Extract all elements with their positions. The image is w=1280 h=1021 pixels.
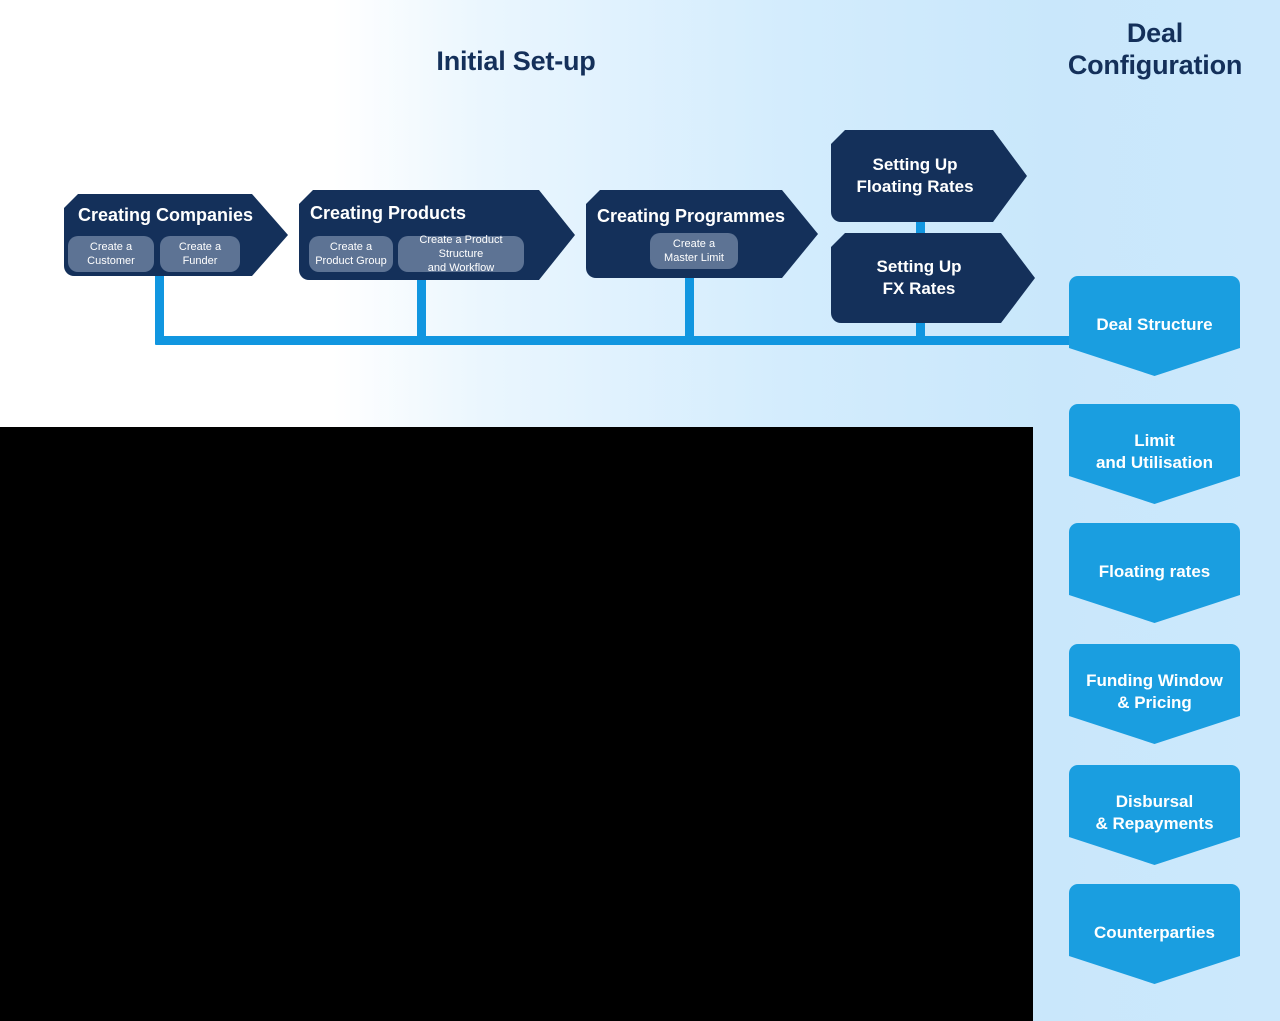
step-create-a-master-limit[interactable]: Create a Master Limit xyxy=(650,233,738,269)
chev-line1: Deal Structure xyxy=(1096,315,1213,334)
stage-setting-up-floating-rates[interactable]: Setting Up Floating Rates xyxy=(831,130,1027,222)
heading-deal-configuration-line1: Deal xyxy=(1126,18,1184,48)
step-line2: Master Limit xyxy=(664,252,724,264)
chev-line2: & Repayments xyxy=(1095,814,1214,834)
connector-stem-companies xyxy=(155,276,164,338)
connector-bus-line xyxy=(155,336,1080,345)
deal-config-item-floating-rates-label: Floating rates xyxy=(1069,561,1240,583)
step-line2: Funder xyxy=(182,255,218,267)
step-create-a-master-limit-label: Create a Master Limit xyxy=(664,237,724,265)
step-create-a-customer-label: Create a Customer xyxy=(87,240,135,268)
step-create-a-product-group-label: Create a Product Group xyxy=(315,240,387,268)
step-create-a-product-structure-and-workflow-label: Create a Product Structure and Workflow xyxy=(404,233,518,275)
deal-config-item-counterparties[interactable]: Counterparties xyxy=(1069,884,1240,984)
step-line1: Create a Product Structure xyxy=(419,233,503,260)
deal-config-item-counterparties-label: Counterparties xyxy=(1069,922,1240,944)
chev-line1: Disbursal xyxy=(1115,792,1194,811)
stage-line1: Setting Up xyxy=(872,154,958,174)
step-create-a-product-structure-and-workflow[interactable]: Create a Product Structure and Workflow xyxy=(398,233,524,275)
step-line2: Product Group xyxy=(315,255,387,267)
deal-config-item-floating-rates[interactable]: Floating rates xyxy=(1069,523,1240,623)
connector-stem-fx-rates xyxy=(916,320,925,338)
step-create-a-product-group[interactable]: Create a Product Group xyxy=(309,236,393,272)
step-line1: Create a xyxy=(329,240,373,253)
step-create-a-funder[interactable]: Create a Funder xyxy=(160,236,240,272)
chev-line1: Funding Window xyxy=(1086,671,1223,690)
chev-line1: Counterparties xyxy=(1094,923,1215,942)
stage-line1: Setting Up xyxy=(876,256,962,276)
stage-setting-up-fx-rates-label: Setting Up FX Rates xyxy=(877,256,962,300)
stage-line2: FX Rates xyxy=(882,279,956,298)
stage-creating-products-title: Creating Products xyxy=(310,203,467,223)
deal-config-item-limit-and-utilisation-label: Limit and Utilisation xyxy=(1069,430,1240,474)
chev-line1: Floating rates xyxy=(1098,562,1211,581)
heading-deal-configuration-line2: Configuration xyxy=(1067,49,1243,80)
stage-line2: Floating Rates xyxy=(856,177,974,196)
stage-setting-up-floating-rates-label: Setting Up Floating Rates xyxy=(856,154,973,198)
step-line2: and Workflow xyxy=(427,262,495,275)
connector-stem-products xyxy=(417,280,426,338)
stage-setting-up-fx-rates[interactable]: Setting Up FX Rates xyxy=(831,233,1035,323)
chev-line2: and Utilisation xyxy=(1095,453,1214,473)
chev-line2: & Pricing xyxy=(1117,693,1192,713)
black-overlay-panel xyxy=(0,427,1033,1021)
step-line1: Create a xyxy=(178,240,222,253)
deal-config-item-disbursal-and-repayments[interactable]: Disbursal & Repayments xyxy=(1069,765,1240,865)
step-create-a-customer[interactable]: Create a Customer xyxy=(68,236,154,272)
deal-config-item-deal-structure[interactable]: Deal Structure xyxy=(1069,276,1240,376)
step-line1: Create a xyxy=(672,237,716,250)
deal-config-item-funding-window-and-pricing[interactable]: Funding Window & Pricing xyxy=(1069,644,1240,744)
step-create-a-funder-label: Create a Funder xyxy=(179,240,221,268)
stage-creating-companies-title: Creating Companies xyxy=(78,205,254,225)
deal-config-item-disbursal-and-repayments-label: Disbursal & Repayments xyxy=(1069,791,1240,835)
step-line2: Customer xyxy=(87,255,135,267)
stage-creating-programmes-title: Creating Programmes xyxy=(597,206,786,226)
connector-stem-floating-rates xyxy=(916,219,925,237)
deal-config-item-deal-structure-label: Deal Structure xyxy=(1069,314,1240,336)
connector-stem-programmes xyxy=(685,278,694,338)
step-line1: Create a xyxy=(89,240,133,253)
deal-config-item-funding-window-and-pricing-label: Funding Window & Pricing xyxy=(1069,670,1240,714)
heading-initial-setup: Initial Set-up xyxy=(436,46,596,76)
chev-line1: Limit xyxy=(1134,431,1175,450)
heading-deal-configuration: Deal Configuration xyxy=(1030,18,1280,81)
deal-config-item-limit-and-utilisation[interactable]: Limit and Utilisation xyxy=(1069,404,1240,504)
